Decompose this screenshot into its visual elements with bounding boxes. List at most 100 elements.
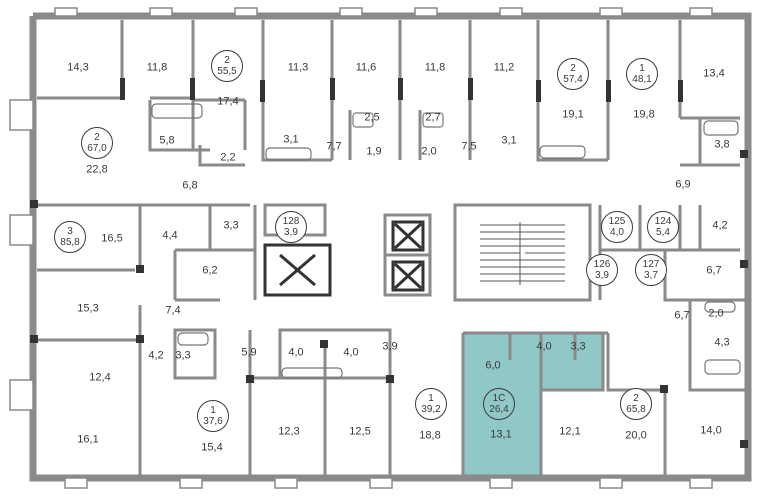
room-area-label: 7,4 <box>165 304 181 317</box>
storage-badge[interactable]: 124 5,4 <box>647 211 679 243</box>
windows <box>9 7 713 489</box>
storage-number: 128 <box>282 216 300 227</box>
room-area-label: 19,1 <box>562 108 584 121</box>
apartment-badge[interactable]: 2 65,8 <box>620 388 652 420</box>
apartment-area: 85,8 <box>60 237 80 248</box>
structural-columns <box>30 78 748 448</box>
room-area-label: 15,4 <box>201 441 223 454</box>
room-area-label: 3,9 <box>382 340 398 353</box>
room-area-label: 2,0 <box>421 145 437 158</box>
room-area-label: 3,8 <box>714 138 730 151</box>
room-area-label: 7,7 <box>326 140 342 153</box>
room-area-label: 11,2 <box>493 61 515 74</box>
room-area-label: 6,2 <box>202 264 218 277</box>
room-area-label: 2,5 <box>364 111 380 124</box>
room-area-label: 3,1 <box>501 134 517 147</box>
apartment-area: 67,0 <box>87 143 107 154</box>
room-area-label: 12,3 <box>278 425 300 438</box>
apartment-badge[interactable]: 1 39,2 <box>415 388 447 420</box>
highlighted-apartment[interactable] <box>463 333 603 478</box>
room-area-label: 6,0 <box>485 359 501 372</box>
room-area-label: 3,1 <box>283 133 299 146</box>
room-area-label: 7,5 <box>461 140 477 153</box>
apartment-badge[interactable]: 2 57,4 <box>557 58 589 90</box>
storage-number: 124 <box>654 216 672 227</box>
apartment-badge[interactable]: 2 67,0 <box>81 127 113 159</box>
apartment-badge[interactable]: 1 48,1 <box>626 58 658 90</box>
apartment-area: 39,2 <box>421 404 441 415</box>
apartment-badge[interactable]: 1 37,6 <box>197 400 229 432</box>
room-area-label: 18,8 <box>419 429 441 442</box>
apartment-type: 2 <box>570 63 576 74</box>
apartment-area: 37,6 <box>203 416 223 427</box>
room-area-label: 3,3 <box>570 340 586 353</box>
room-area-label: 4,0 <box>536 340 552 353</box>
room-area-label: 4,2 <box>712 219 728 232</box>
room-area-label: 17,4 <box>217 95 239 108</box>
storage-area: 5,4 <box>656 227 670 238</box>
apartment-area: 65,8 <box>626 404 646 415</box>
storage-number: 126 <box>593 259 611 270</box>
room-area-label: 20,0 <box>625 429 647 442</box>
room-area-label: 13,4 <box>703 67 725 80</box>
room-area-label: 13,1 <box>490 428 512 441</box>
apartment-area: 48,1 <box>632 74 652 85</box>
room-area-label: 2,0 <box>708 307 724 320</box>
room-area-label: 15,3 <box>77 302 99 315</box>
room-area-label: 12,1 <box>559 425 581 438</box>
bath-fixtures <box>151 103 741 379</box>
room-area-label: 4,4 <box>162 229 178 242</box>
room-area-label: 5,9 <box>241 346 257 359</box>
apartment-type: 2 <box>224 55 230 66</box>
storage-area: 3,9 <box>284 227 298 238</box>
staircase <box>480 222 565 285</box>
room-area-label: 16,1 <box>77 433 99 446</box>
storage-badge[interactable]: 128 3,9 <box>275 211 307 243</box>
storage-badge[interactable]: 127 3,7 <box>635 254 667 286</box>
room-area-label: 12,5 <box>349 425 371 438</box>
apartment-type: 2 <box>633 393 639 404</box>
apartment-badge[interactable]: 3 85,8 <box>54 221 86 253</box>
room-area-label: 22,8 <box>86 163 108 176</box>
storage-number: 125 <box>608 216 626 227</box>
room-area-label: 11,8 <box>146 61 168 74</box>
apartment-badge-highlighted[interactable]: 1С 26,4 <box>483 388 515 420</box>
room-area-label: 6,8 <box>182 179 198 192</box>
room-area-label: 11,6 <box>355 61 377 74</box>
room-area-label: 6,9 <box>675 178 691 191</box>
room-area-label: 2,2 <box>220 151 236 164</box>
apartment-type: 3 <box>67 226 73 237</box>
storage-badge[interactable]: 125 4,0 <box>601 211 633 243</box>
room-area-label: 4,0 <box>288 346 304 359</box>
room-area-label: 3,3 <box>175 349 191 362</box>
room-area-label: 5,8 <box>159 134 175 147</box>
room-area-label: 4,3 <box>714 336 730 349</box>
room-area-label: 1,9 <box>366 145 382 158</box>
storage-badge[interactable]: 126 3,9 <box>586 254 618 286</box>
apartment-area: 26,4 <box>489 404 509 415</box>
room-area-label: 4,0 <box>343 346 359 359</box>
room-area-label: 6,7 <box>706 264 722 277</box>
room-area-label: 19,8 <box>633 108 655 121</box>
storage-area: 4,0 <box>610 227 624 238</box>
apartment-area: 55,5 <box>217 66 237 77</box>
room-area-label: 2,7 <box>425 111 441 124</box>
room-area-label: 14,3 <box>67 61 89 74</box>
room-area-label: 11,3 <box>287 61 309 74</box>
apartment-badge[interactable]: 2 55,5 <box>211 50 243 82</box>
room-area-label: 3,3 <box>223 219 239 232</box>
storage-area: 3,9 <box>595 270 609 281</box>
storage-number: 127 <box>642 259 660 270</box>
apartment-type: 2 <box>94 132 100 143</box>
apartment-type: 1 <box>639 63 645 74</box>
apartment-area: 57,4 <box>563 74 583 85</box>
room-area-label: 16,5 <box>101 232 123 245</box>
apartment-type: 1 <box>428 393 434 404</box>
storage-area: 3,7 <box>644 270 658 281</box>
room-area-label: 14,0 <box>700 424 722 437</box>
apartment-type: 1 <box>210 405 216 416</box>
apartment-type: 1С <box>492 393 506 404</box>
room-area-label: 6,7 <box>674 309 690 322</box>
room-area-label: 11,8 <box>424 61 446 74</box>
